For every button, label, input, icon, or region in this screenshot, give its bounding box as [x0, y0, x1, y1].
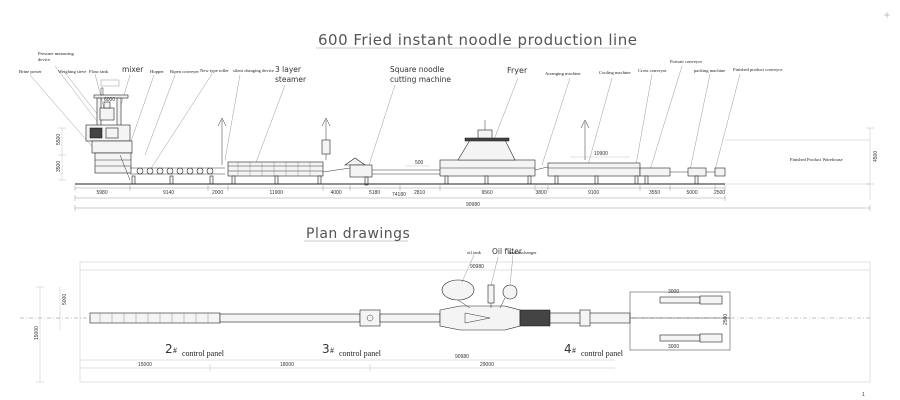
drawing-title: 600 Fried instant noodle production line: [318, 31, 637, 49]
corner-mark-top-right: [884, 12, 890, 18]
dim-segment-11900: 11900: [270, 190, 284, 196]
mixer-height-dim: 6000: [104, 97, 115, 103]
mixer-station: 6000: [85, 79, 133, 181]
label-packing: packing machine: [694, 68, 725, 73]
plan-dim-bottom-2: 18000: [280, 362, 294, 368]
warehouse-label: Finished Product Warehouse: [790, 157, 843, 162]
label-fryer: Fryer: [507, 66, 528, 75]
plan-dim-right-2: 2500: [723, 314, 729, 325]
label-cross-conveyor: Cross conveyor: [638, 68, 667, 73]
label-cutting-line1: Square noodle: [390, 65, 445, 74]
dim-segment-4000: 4000: [331, 190, 342, 196]
label-oil-filter: Oil filter: [492, 247, 523, 256]
dim-segment-9140: 9140: [163, 190, 174, 196]
label-cutting-line2: cutting machine: [390, 75, 451, 84]
dim-segment-2000: 2000: [212, 190, 223, 196]
dim-segment-3800: 3800: [536, 190, 547, 196]
plan-dim-right-3: 3000: [668, 344, 679, 350]
packing-section: [639, 167, 726, 185]
dim-segment-5180: 5180: [369, 190, 380, 196]
plan-dim-left-1: 5000: [62, 294, 68, 305]
plan-dim-left-2: 15000: [34, 326, 40, 340]
plan-dim-right-1: 3000: [668, 289, 679, 295]
height-dim-right: 4500: [873, 151, 879, 162]
panel-4-num: 4: [564, 342, 572, 356]
label-steamer-line1: 3 layer: [275, 65, 302, 74]
cooling-section: 10900: [534, 119, 641, 185]
dim-segment-5000: 5000: [687, 190, 698, 196]
dim-segment-3550: 3550: [649, 190, 660, 196]
dim-segment-2500: 2500: [714, 190, 725, 196]
dim-segment-5980: 5980: [97, 190, 108, 196]
panel-3-hash: #: [330, 346, 334, 355]
height-dim-left-2: 3500: [56, 161, 62, 172]
label-pressure-measuring: Pressure measuring: [38, 51, 75, 56]
steamer-section: [217, 117, 331, 185]
fryer-top-dim: 500: [415, 160, 424, 166]
plan-dim-bottom-3: 29000: [480, 362, 494, 368]
label-brine-power: Brine power: [19, 69, 42, 74]
page-number: 1: [862, 392, 865, 398]
dim-total-90980: 90980: [466, 202, 480, 208]
cutting-section: 500: [322, 157, 440, 186]
dim-segment-9100: 9100: [588, 190, 599, 196]
label-portrait-conveyor: Portrait conveyor: [670, 59, 702, 64]
label-oil-tank: oil tank: [467, 250, 482, 255]
label-pressure-measuring-2: device: [38, 57, 50, 62]
label-cooling: Cooling machine: [599, 70, 631, 75]
label-mixer: mixer: [122, 65, 144, 74]
plan-dim-bottom-1: 15000: [138, 362, 152, 368]
panel-2-label: control panel: [182, 349, 225, 358]
label-flour-tank: Flour tank: [89, 69, 109, 74]
panel-3-label: control panel: [339, 349, 382, 358]
plan-view: 5000 15000 90980: [20, 247, 871, 383]
label-heat-exchanger: heat exchanger: [509, 250, 537, 255]
plan-dim-top: 90980: [470, 264, 484, 270]
label-steamer-line2: steamer: [275, 75, 307, 84]
panel-4-label: control panel: [581, 349, 624, 358]
label-ripen-conveyer: Ripen conveyer: [170, 69, 199, 74]
label-hopper: Hopper: [150, 69, 164, 74]
label-finished-conveyor: Finished product conveyor: [733, 67, 783, 72]
dim-segment-2810: 2810: [414, 190, 425, 196]
panel-3-num: 3: [322, 342, 330, 356]
plan-title: Plan drawings: [306, 226, 410, 242]
label-arranging: Arranging machine: [545, 71, 581, 76]
cooling-length-dim: 10900: [594, 151, 608, 157]
height-dim-left: 5500: [56, 134, 62, 145]
fryer-section: [439, 120, 536, 185]
roller-section: [130, 167, 225, 185]
panel-2-num: 2: [165, 342, 173, 356]
dim-segment-9560: 9560: [482, 190, 493, 196]
label-weighing-sieve: Weighing sieve: [58, 69, 86, 74]
plan-dim-inner: 90980: [455, 354, 469, 360]
elevation-view: Brine power Pressure measuring device We…: [19, 51, 879, 211]
label-new-type-roller: New type roller: [200, 68, 229, 73]
panel-4-hash: #: [572, 346, 576, 355]
dim-total-74180: 74180: [392, 192, 406, 198]
label-silent-changing: silent changing device: [233, 68, 274, 73]
panel-2-hash: #: [173, 346, 177, 355]
